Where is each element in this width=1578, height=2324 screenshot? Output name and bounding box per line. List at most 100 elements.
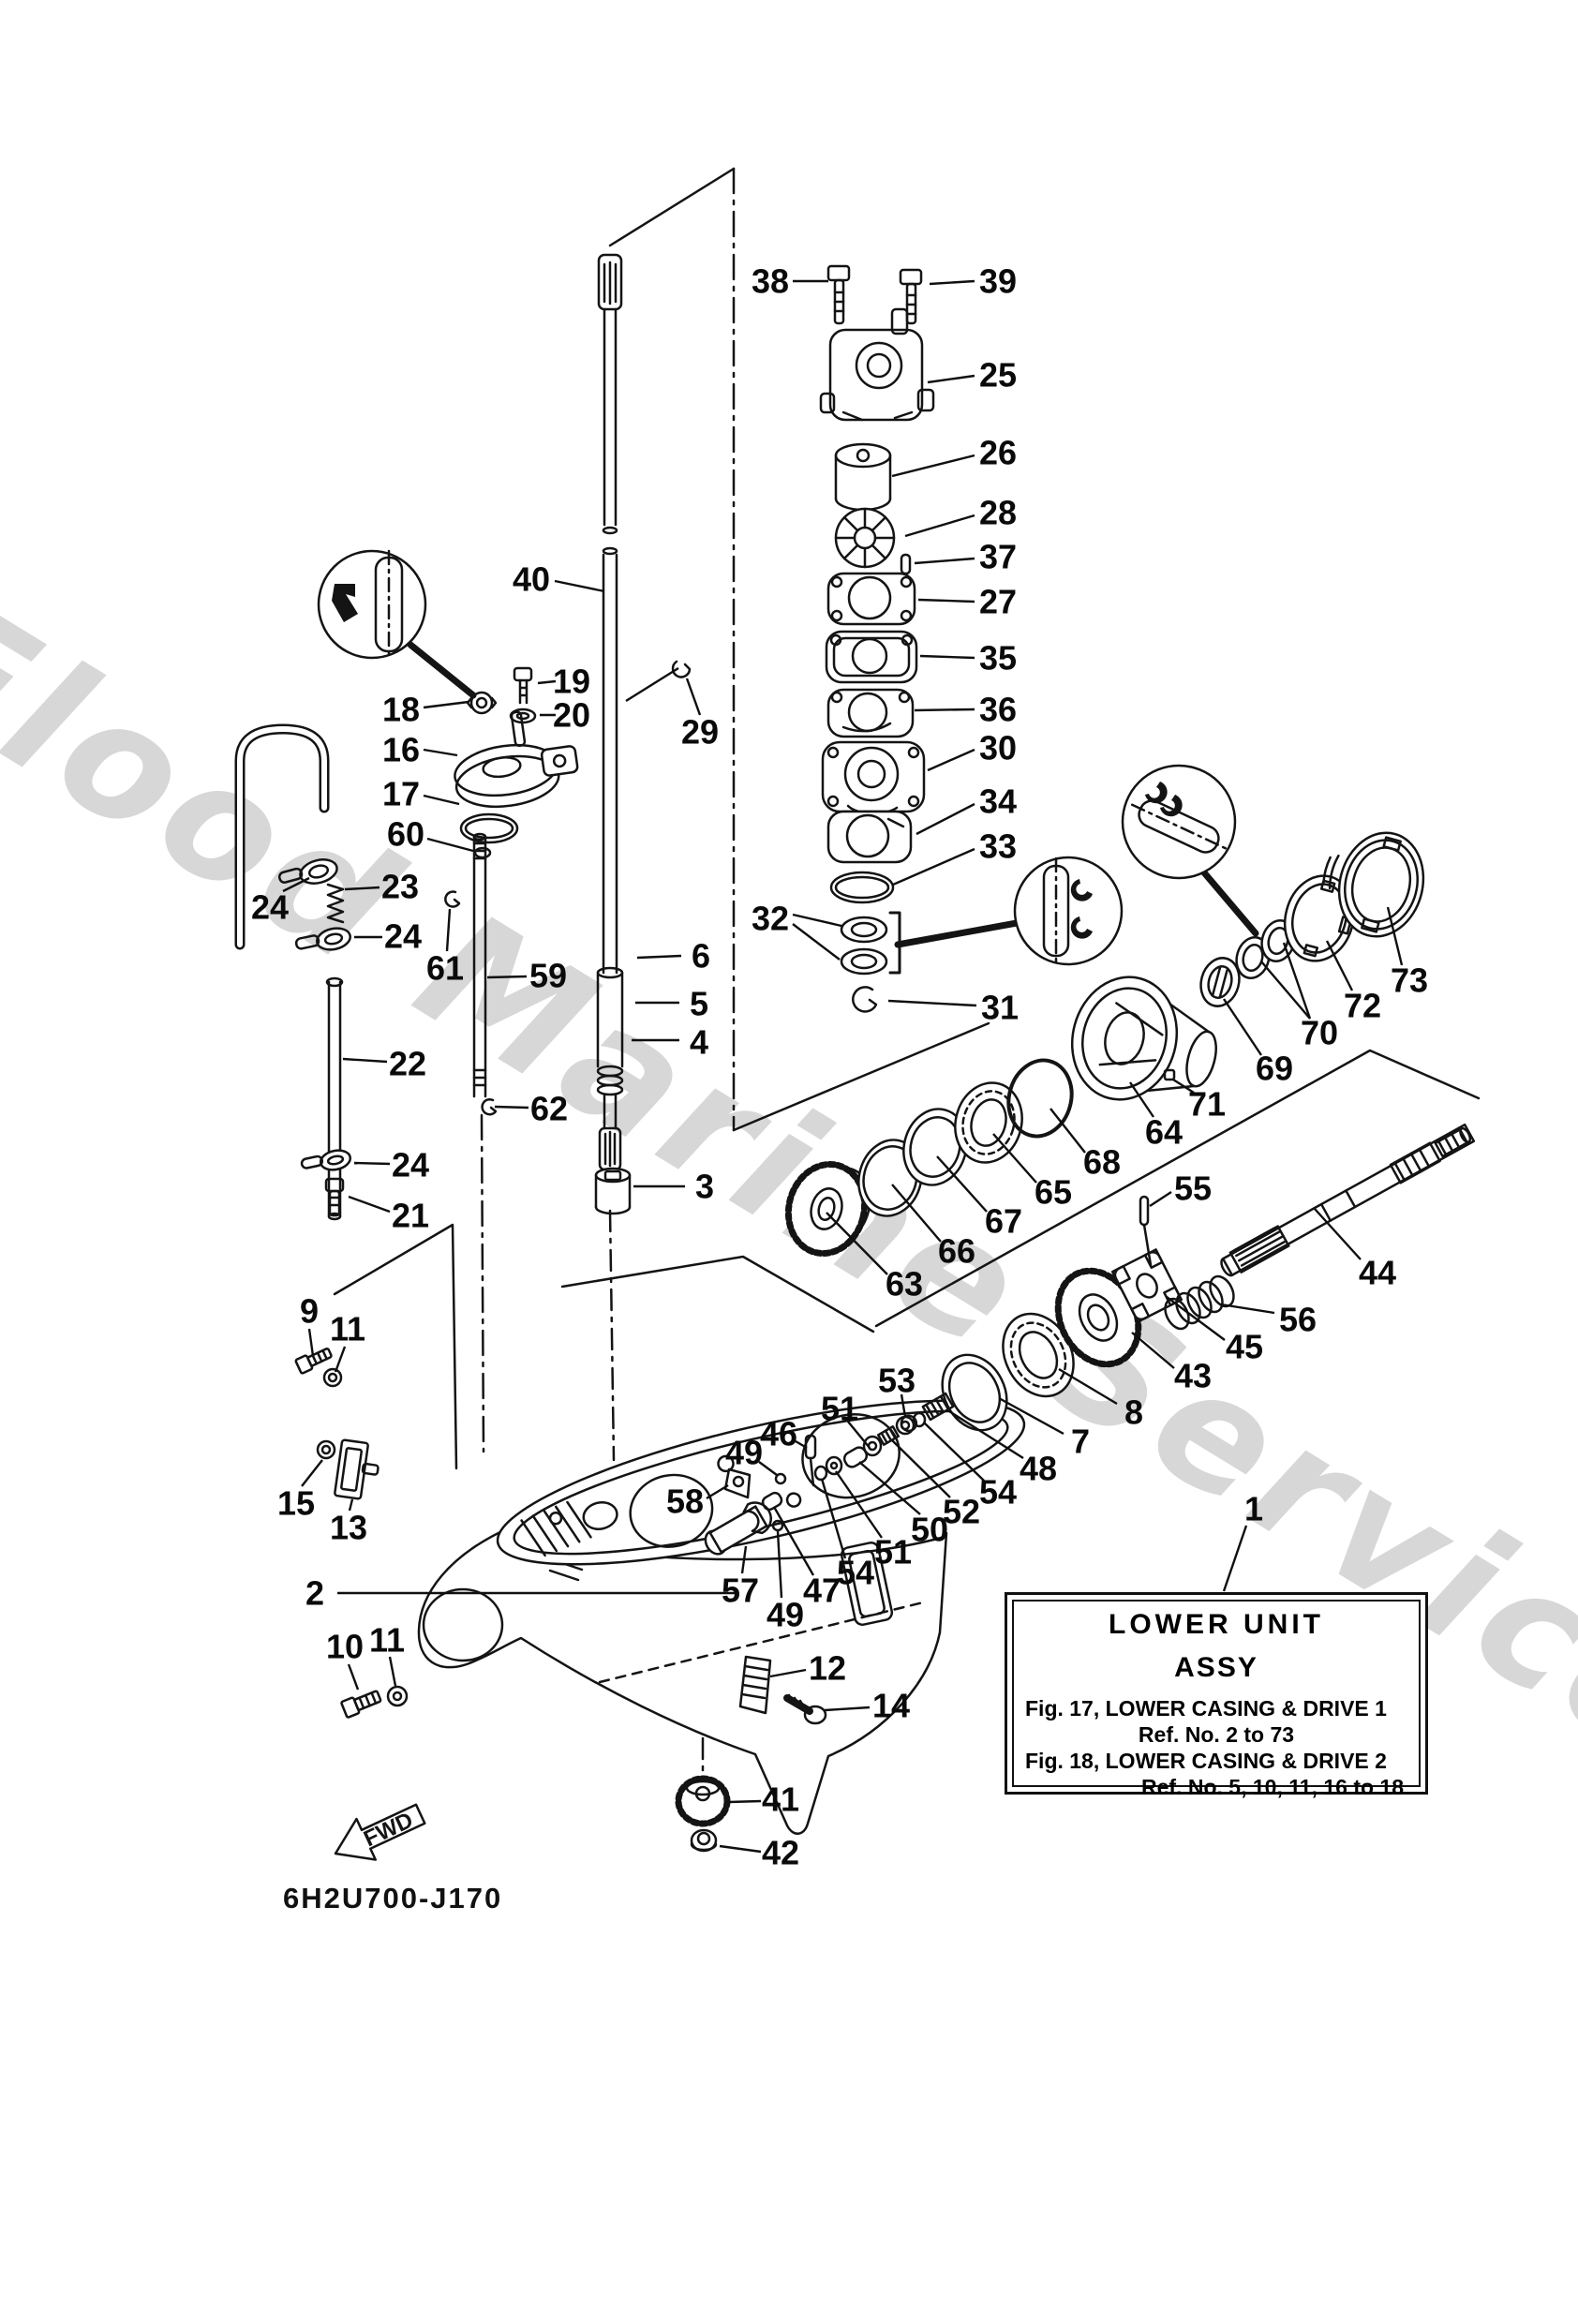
callout-21: 21 (392, 1197, 429, 1235)
leader-line-18 (423, 700, 469, 709)
leader-line-25 (927, 374, 975, 384)
drawing-code: 6H2U700-J170 (283, 1882, 503, 1914)
leader-line-65 (992, 1133, 1037, 1184)
leader-line-24 (353, 1161, 391, 1166)
callout-27: 27 (979, 583, 1017, 621)
pin-37 (900, 553, 912, 575)
leader-line-39 (929, 279, 975, 286)
nut-54c (912, 1411, 927, 1428)
bearing-8 (1002, 1312, 1075, 1398)
callout-24: 24 (392, 1146, 429, 1184)
callout-70: 70 (1301, 1014, 1338, 1052)
leader-line-10 (347, 1663, 360, 1691)
callout-62: 62 (530, 1090, 568, 1128)
callout-33: 33 (979, 827, 1017, 866)
screw-52 (876, 1425, 901, 1446)
speedometer-pitot-group (234, 723, 352, 1221)
washer-11b (386, 1685, 409, 1707)
pinion-gear-41 (675, 1775, 731, 1827)
gasket-27 (826, 572, 916, 626)
leader-line-34 (916, 802, 975, 836)
leader-line-11 (388, 1656, 397, 1687)
leader-line-58 (706, 1483, 729, 1500)
infobox-fig18: Fig. 18, LOWER CASING & DRIVE 2 (1025, 1749, 1387, 1773)
leader-line-45 (1166, 1296, 1226, 1341)
leader-line-62 (494, 1105, 529, 1110)
callout-5: 5 (690, 985, 708, 1023)
callout-50: 50 (911, 1511, 948, 1549)
leader-line-17 (423, 794, 460, 806)
leader-line-53 (900, 1393, 907, 1418)
callout-45: 45 (1226, 1328, 1263, 1366)
set-screw-48 (921, 1392, 955, 1422)
frame-lines (333, 167, 1481, 1780)
leader-line-1 (1222, 1525, 1248, 1592)
callout-51: 51 (874, 1533, 912, 1572)
callout-61: 61 (426, 949, 464, 988)
leader-line-6 (636, 954, 682, 960)
inset-dowel-pin-top-right (1121, 764, 1259, 937)
leader-line-44 (1314, 1208, 1362, 1260)
callout-4: 4 (690, 1023, 708, 1062)
prop-shaft-group (941, 1123, 1476, 1432)
water-tube-22 (325, 976, 344, 1221)
leader-line-63 (826, 1212, 888, 1275)
leader-line-7 (998, 1396, 1064, 1436)
callout-57: 57 (722, 1572, 759, 1610)
leader-line-24 (282, 876, 310, 893)
leader-line-57 (740, 1545, 748, 1574)
leader-line-56 (1220, 1303, 1275, 1315)
gear-train (784, 831, 1425, 1258)
leader-line-49 (758, 1461, 778, 1476)
callout-18: 18 (382, 691, 420, 729)
driveshaft (596, 253, 624, 1171)
leader-line-43 (1131, 1332, 1175, 1369)
nut-42 (690, 1828, 718, 1853)
callout-24: 24 (384, 917, 422, 956)
leader-line-47 (772, 1506, 815, 1576)
callout-13: 13 (330, 1509, 367, 1547)
cam-58 (723, 1467, 752, 1499)
leader-line-70 (1282, 942, 1312, 1020)
gasket-34 (826, 810, 913, 864)
callout-39: 39 (979, 262, 1017, 301)
pump-base-group (454, 660, 692, 859)
callout-41: 41 (762, 1780, 799, 1819)
screw-14 (783, 1693, 827, 1725)
infobox-subtitle: ASSY (1174, 1652, 1258, 1683)
callout-11: 11 (330, 1310, 365, 1348)
shift-rod-59 (444, 832, 498, 1116)
leader-line-21 (348, 1195, 391, 1214)
callout-63: 63 (886, 1265, 923, 1304)
leader-line-60 (426, 837, 474, 853)
nut-54a (813, 1465, 828, 1482)
leader-line-46 (795, 1439, 808, 1450)
leader-line-54 (820, 1478, 847, 1559)
callout-2: 2 (305, 1574, 324, 1613)
clip-60 (473, 846, 492, 859)
plate-13 (334, 1438, 380, 1500)
bearing-carrier-64 (1070, 976, 1217, 1101)
pin-55 (1139, 1195, 1150, 1227)
callout-14: 14 (872, 1687, 910, 1725)
callout-66: 66 (938, 1232, 975, 1271)
needle-bearing-69 (1199, 957, 1241, 1007)
plunger-47 (761, 1491, 783, 1512)
bushing-3 (594, 1167, 632, 1215)
leader-line-22 (342, 1057, 388, 1064)
leader-line-31 (887, 999, 977, 1007)
cam-rod-57 (704, 1501, 772, 1556)
infobox-inner-border: LOWER UNIT ASSY Fig. 17, LOWER CASING & … (1012, 1600, 1421, 1799)
leader-line-19 (537, 679, 557, 685)
pump-housing-25 (819, 307, 935, 422)
callout-69: 69 (1256, 1050, 1293, 1088)
leader-line-50 (858, 1461, 921, 1515)
plate-35 (825, 630, 918, 684)
oil-seals-32 (840, 911, 901, 976)
leader-line-35 (919, 654, 975, 660)
leader-line-73 (1386, 906, 1404, 966)
o-ring-33 (829, 871, 895, 904)
key-71 (1163, 1068, 1176, 1081)
callout-43: 43 (1174, 1357, 1212, 1395)
callout-15: 15 (277, 1484, 315, 1523)
